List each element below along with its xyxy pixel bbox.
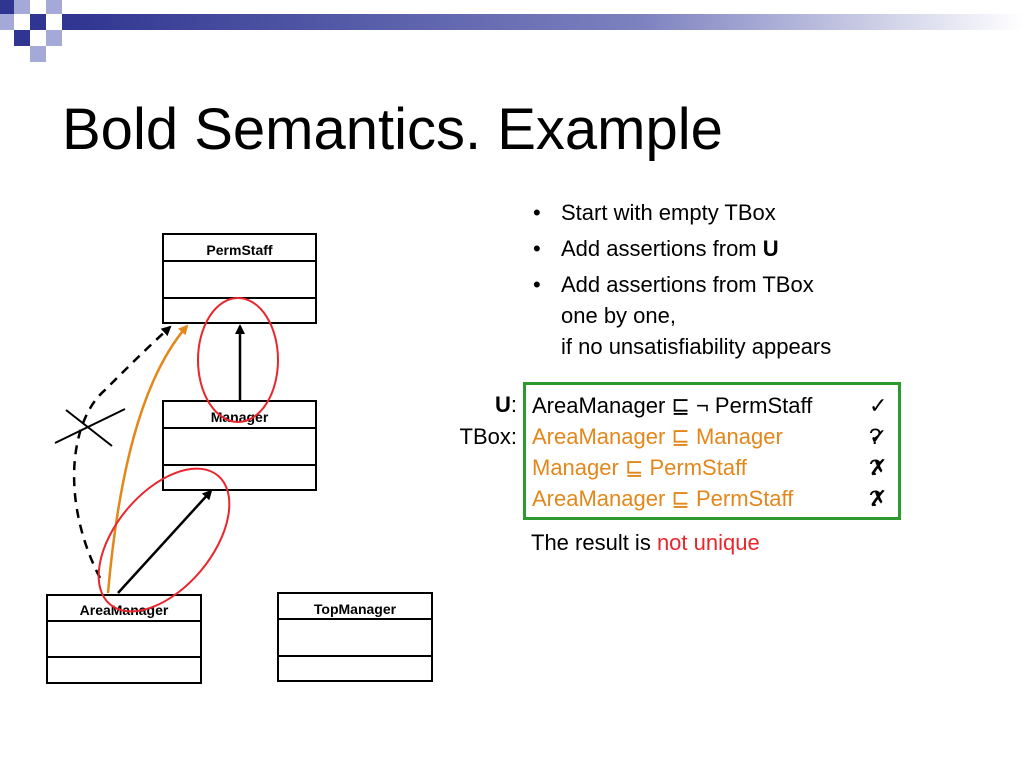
- bullet-item: • Add assertions from U: [533, 233, 973, 264]
- axiom-labels: U: TBox:: [420, 389, 517, 453]
- class-name-topmanager: TopManager: [314, 601, 397, 617]
- highlight-ellipse: [197, 297, 279, 423]
- mark-stack: ✓ ?: [869, 424, 889, 454]
- u-label: U:: [494, 392, 517, 417]
- class-manager: Manager: [162, 400, 317, 491]
- check-mark: ✓: [869, 393, 888, 418]
- arrow-inferred-orange: [106, 324, 189, 594]
- question-mark: ?: [869, 424, 882, 449]
- slide-title: Bold Semantics. Example: [62, 97, 723, 162]
- mark-stack: ✗ ?: [869, 455, 889, 485]
- axiom-row: AreaManager ⊑ PermStaff: [532, 486, 794, 511]
- bullet-bold-u: U: [762, 236, 779, 261]
- result-prefix: The result is: [531, 530, 657, 555]
- class-name-areamanager: AreaManager: [80, 602, 169, 618]
- cross-mark: ✗: [869, 486, 888, 511]
- class-permstaff: PermStaff: [162, 233, 317, 324]
- bullet-list: • Start with empty TBox • Add assertions…: [533, 197, 973, 367]
- highlight-ellipse: [97, 467, 231, 613]
- bullet-dot: •: [533, 200, 541, 225]
- axiom-row: AreaManager ⊑ Manager: [532, 424, 783, 449]
- bullet-item: • Start with empty TBox: [533, 197, 973, 228]
- axiom-box: AreaManager ⊑ ¬ PermStaff ✓ AreaManager …: [523, 382, 901, 520]
- axiom-row: Manager ⊑ PermStaff: [532, 455, 747, 480]
- bullet-text-line: Add assertions from TBox: [561, 272, 814, 297]
- arrow-dashed-negated: [72, 325, 172, 579]
- class-topmanager: TopManager: [277, 592, 433, 682]
- bullet-item: • Add assertions from TBox one by one, i…: [533, 269, 973, 362]
- class-areamanager: AreaManager: [46, 594, 202, 684]
- cross-mark: ✗: [869, 455, 888, 480]
- result-text: The result is not unique: [531, 530, 760, 556]
- question-mark: ?: [869, 455, 882, 480]
- class-name-permstaff: PermStaff: [206, 242, 272, 258]
- result-highlight: not unique: [656, 530, 760, 555]
- mark-stack: ✗ ?: [869, 486, 889, 516]
- slide-header-decoration: [0, 0, 1024, 62]
- axiom-row: AreaManager ⊑ ¬ PermStaff: [532, 393, 813, 418]
- question-mark: ?: [869, 486, 882, 511]
- arrow-areamanager-to-manager: [117, 489, 213, 594]
- bullet-text: Add assertions from: [561, 236, 763, 261]
- bullet-text: Start with empty TBox: [561, 200, 776, 225]
- cross-mark: [54, 408, 126, 447]
- class-name-manager: Manager: [211, 409, 269, 425]
- bullet-dot: •: [533, 272, 541, 297]
- check-mark: ✓: [869, 424, 888, 449]
- bullet-dot: •: [533, 236, 541, 261]
- bullet-text-line: if no unsatisfiability appears: [561, 334, 832, 359]
- bullet-text-line: one by one,: [561, 303, 676, 328]
- tbox-label: TBox:: [459, 424, 517, 449]
